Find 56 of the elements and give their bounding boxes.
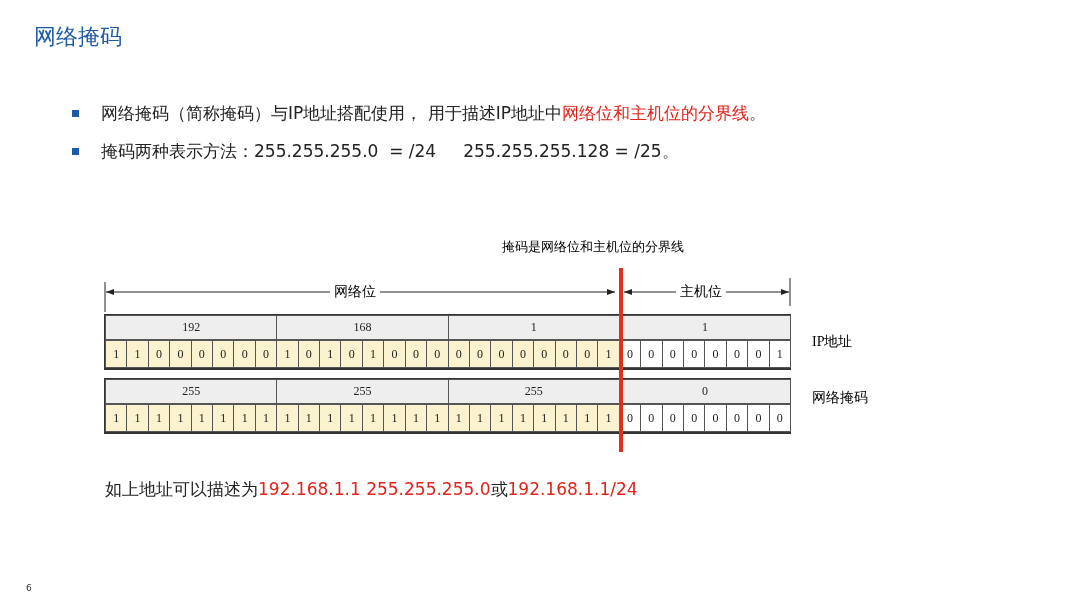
page-number: 6 [26, 583, 32, 593]
bit-cell: 0 [747, 404, 770, 432]
bit-cell: 0 [533, 340, 556, 368]
bit-cell: 0 [704, 404, 727, 432]
bit-cell: 0 [661, 340, 684, 368]
bit-cell: 1 [169, 404, 192, 432]
bit-cell: 1 [105, 404, 128, 432]
bullet-text: 掩码两种表示方法：255.255.255.0 = /24 255.255.255.128 = /25。 [101, 140, 679, 163]
bit-cell: 0 [661, 404, 684, 432]
summary-text: 如上地址可以描述为192.168.1.1 255.255.255.0或192.168.1.1/24 [105, 478, 638, 501]
bit-cell: 0 [426, 340, 449, 368]
octet-cell: 1 [447, 315, 620, 340]
bit-cell: 1 [319, 404, 342, 432]
bit-cell: 0 [340, 340, 363, 368]
bit-cell: 0 [768, 404, 791, 432]
octet-cell: 255 [447, 379, 620, 404]
bit-cell: 0 [704, 340, 727, 368]
bit-cell: 0 [554, 340, 577, 368]
bit-cell: 0 [383, 340, 406, 368]
bit-cell: 1 [597, 340, 620, 368]
dimension-label: 网络位 [330, 283, 380, 301]
bit-cell: 1 [426, 404, 449, 432]
bit-cell: 1 [447, 404, 470, 432]
bullet-text: 网络掩码（简称掩码）与IP地址搭配使用， 用于描述IP地址中网络位和主机位的分界线。 [101, 102, 766, 125]
bit-cell: 1 [768, 340, 791, 368]
row-label: 网络掩码 [812, 389, 868, 407]
octet-cell: 168 [276, 315, 449, 340]
bit-cell: 0 [747, 340, 770, 368]
bit-cell: 1 [276, 340, 299, 368]
bit-cell: 0 [640, 404, 663, 432]
octet-cell: 255 [276, 379, 449, 404]
bit-cell: 1 [276, 404, 299, 432]
bit-cell: 1 [126, 340, 149, 368]
bit-cell: 0 [490, 340, 513, 368]
octet-cell: 255 [105, 379, 278, 404]
bit-cell: 1 [554, 404, 577, 432]
bit-cell: 1 [597, 404, 620, 432]
bit-cell: 1 [233, 404, 256, 432]
bit-cell: 1 [126, 404, 149, 432]
bit-cell: 1 [383, 404, 406, 432]
bit-cell: 0 [233, 340, 256, 368]
bit-cell: 1 [533, 404, 556, 432]
bit-cell: 0 [640, 340, 663, 368]
bit-cell: 0 [212, 340, 235, 368]
bit-cell: 1 [105, 340, 128, 368]
bit-cell: 1 [340, 404, 363, 432]
octet-cell: 192 [105, 315, 278, 340]
bit-cell: 1 [212, 404, 235, 432]
row-label: IP地址 [812, 333, 853, 351]
bit-cell: 1 [319, 340, 342, 368]
boundary-note: 掩码是网络位和主机位的分界线 [502, 238, 684, 256]
slide-title: 网络掩码 [34, 23, 122, 51]
dimension-label: 主机位 [676, 283, 726, 301]
bit-cell: 1 [490, 404, 513, 432]
bit-cell: 0 [169, 340, 192, 368]
bit-cell: 0 [447, 340, 470, 368]
